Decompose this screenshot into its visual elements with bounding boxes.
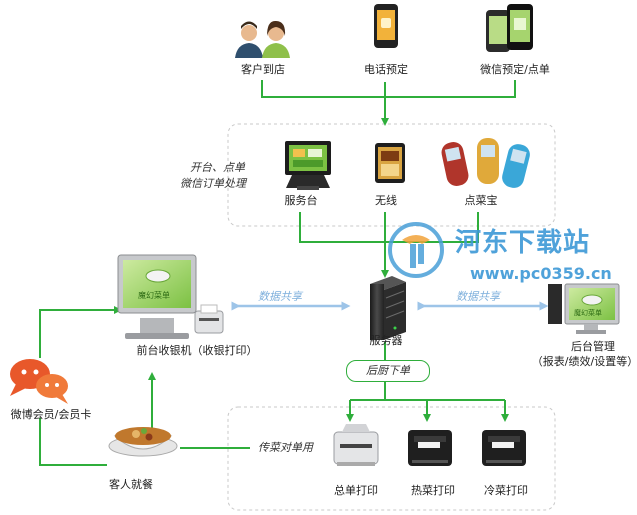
pos-terminal-icon <box>285 141 331 190</box>
order-device-label: 点菜宝 <box>464 194 498 207</box>
cashier-pc-icon <box>117 254 197 339</box>
backend-sub-label: （报表/绩效/设置等） <box>531 355 637 368</box>
server-icon <box>370 276 406 340</box>
tablet-icon <box>375 143 405 183</box>
summary-print-label: 总单打印 <box>334 484 378 497</box>
guest-dish-icon <box>108 427 178 457</box>
wechat-phones-icon <box>486 4 533 52</box>
phone-booking-label: 电话预定 <box>364 63 408 76</box>
walk-in-label: 客户到店 <box>241 63 285 76</box>
watermark-name: 河东下载站 <box>455 228 591 258</box>
ordering-note-line1: 开台、点单 <box>190 161 245 174</box>
hot-dish-printer-icon <box>408 430 452 466</box>
source-connectors <box>261 80 516 126</box>
member-label: 微博会员/会员卡 <box>10 408 92 421</box>
summary-printer-icon <box>333 424 379 466</box>
ordering-note-line2: 微信订单处理 <box>180 177 246 190</box>
cold-print-label: 冷菜打印 <box>484 484 528 497</box>
member-connectors <box>39 306 250 466</box>
cashier-label: 前台收银机（收银打印） <box>136 344 258 357</box>
watermark-logo-icon <box>388 222 444 278</box>
server-label: 服务器 <box>369 334 403 347</box>
handheld-devices-icon <box>441 138 530 188</box>
receipt-printer-icon <box>194 304 224 334</box>
hot-print-label: 热菜打印 <box>411 484 455 497</box>
customers-icon <box>235 20 290 58</box>
data-share-left-label: 数据共享 <box>258 290 302 303</box>
data-share-right-label: 数据共享 <box>456 290 500 303</box>
cold-dish-printer-icon <box>482 430 526 466</box>
member-chat-icon <box>10 359 68 404</box>
cashier-screen-brand: 魔幻菜单 <box>138 291 170 300</box>
front-desk-label: 服务台 <box>284 194 318 207</box>
device-connectors <box>299 212 479 278</box>
watermark-url: www.pc0359.cn <box>470 264 612 283</box>
wireless-label: 无线 <box>375 194 397 207</box>
wechat-booking-label: 微信预定/点单 <box>480 63 550 76</box>
guest-label: 客人就餐 <box>109 478 153 491</box>
backend-label: 后台管理 <box>571 340 615 353</box>
kitchen-order-pill: 后厨下单 <box>346 360 430 382</box>
phone-icon <box>374 4 398 48</box>
serving-note-label: 传菜对单用 <box>258 441 313 454</box>
backend-screen-brand: 魔幻菜单 <box>574 309 602 317</box>
backend-pc-icon <box>548 283 620 334</box>
